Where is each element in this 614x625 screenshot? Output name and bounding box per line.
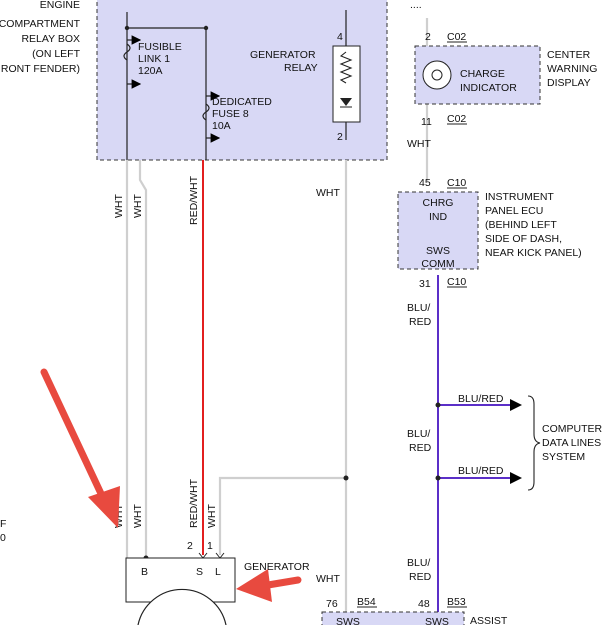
ci-bottom-connector: C02	[447, 113, 466, 125]
bottom-pin-left: 76	[326, 598, 338, 610]
red-arrow-lower	[236, 569, 302, 602]
blue-wire	[435, 275, 522, 612]
fusible-link-icon	[123, 43, 131, 61]
relay-box-label-3: (ON LEFT	[32, 48, 80, 60]
ecu-sws-1: COMM	[421, 258, 454, 270]
ci-label-1: INDICATOR	[460, 82, 517, 94]
ecu-chrg-1: IND	[429, 211, 448, 223]
ci-bottom-pin: 11	[421, 116, 432, 128]
wire-label-wht-1: WHT	[113, 194, 125, 218]
ecu-box: 45 C10 CHRG IND SWS COMM 31 C10 INSTRUME…	[397, 177, 582, 290]
ecu-label-0: INSTRUMENT	[485, 191, 554, 203]
relay-pin-bottom: 2	[337, 131, 343, 143]
arrow-icon	[510, 472, 522, 484]
ecu-label-3: SIDE OF DASH,	[485, 233, 562, 245]
arrow-head-icon	[88, 486, 120, 528]
bottom-pin-right: 48	[418, 598, 430, 610]
ci-top-connector: C02	[447, 31, 466, 43]
ecu-top-pin: 45	[419, 177, 431, 189]
bottom-conn-left: B54	[357, 596, 376, 608]
relay-label-0: GENERATOR	[250, 49, 316, 61]
ci-display-0: CENTER	[547, 49, 591, 61]
relay-label-1: RELAY	[284, 62, 318, 74]
fusible-link-label-2: 120A	[138, 65, 163, 77]
fuse-label-1: FUSE 8	[212, 108, 249, 120]
bottom-assist: ASSIST	[470, 615, 508, 625]
left-edge-0: F	[0, 518, 6, 530]
wire-label-blu-red-2: BLU/RED	[458, 465, 504, 477]
arrow-icon	[510, 399, 522, 411]
relay-coil-icon	[339, 51, 353, 84]
relay-pin-top: 4	[337, 31, 343, 43]
wire-label-wht-4: WHT	[407, 138, 431, 150]
fuse-icon	[202, 103, 210, 121]
wire-label-blu-3: BLU/	[407, 557, 430, 569]
wire-label-wht-2: WHT	[132, 194, 144, 218]
bottom-connectors: 76 B54 48 B53 SWS SWS ASSIST	[321, 596, 508, 625]
ecu-sws-0: SWS	[426, 245, 450, 257]
bottom-sws-left: SWS	[336, 616, 360, 625]
gen-label: GENERATOR	[244, 561, 310, 573]
wire-label-red-2: RED	[409, 442, 432, 454]
generator: 2 1 B S L GENERATOR	[125, 540, 310, 625]
wire-label-wht-6: WHT	[132, 504, 144, 528]
brace-icon	[527, 395, 541, 491]
red-arrow-upper	[40, 368, 120, 528]
fuse-label-0: DEDICATED	[212, 96, 272, 108]
relay-box-label-2: RELAY BOX	[21, 33, 80, 45]
ci-label-0: CHARGE	[460, 68, 505, 80]
top-dots: ....	[410, 0, 422, 11]
fusible-link-label-1: LINK 1	[138, 53, 170, 65]
bottom-sws-right: SWS	[425, 616, 449, 625]
ecu-label-2: (BEHIND LEFT	[485, 219, 557, 231]
diode-icon	[340, 98, 352, 106]
ci-display-1: WARNING	[547, 63, 597, 75]
relay-box-label-1: COMPARTMENT	[0, 18, 81, 30]
wire-label-red-wht-1: RED/WHT	[188, 175, 200, 225]
cdl-label-0: COMPUTER	[542, 423, 603, 435]
ecu-bottom-connector: C10	[447, 276, 466, 288]
gen-pin-num-s: 2	[187, 540, 193, 552]
wire-label-red-1: RED	[409, 316, 432, 328]
wire-label-blu-red-1: BLU/RED	[458, 393, 504, 405]
wire-label-wht-8: WHT	[316, 573, 340, 585]
wire-label-red-wht-2: RED/WHT	[188, 478, 200, 528]
left-edge-1: 0	[0, 532, 6, 544]
cdl-label-1: DATA LINES	[542, 437, 601, 449]
relay-box: ENGINE COMPARTMENT RELAY BOX (ON LEFT RO…	[0, 0, 388, 161]
ci-top-pin: 2	[425, 31, 431, 43]
charge-indicator-box: .... 2 C02 CHARGE INDICATOR CENTER WARNI…	[410, 0, 597, 128]
fuse-label-2: 10A	[212, 120, 231, 132]
lamp-icon	[422, 60, 452, 90]
arrow-head-icon	[236, 569, 272, 602]
fusible-link-label-0: FUSIBLE	[138, 41, 182, 53]
ecu-chrg-0: CHRG	[423, 197, 454, 209]
gen-pin-num-l: 1	[207, 540, 213, 552]
ecu-bottom-pin: 31	[419, 278, 431, 290]
bottom-conn-right: B53	[447, 596, 466, 608]
wire-label-wht-7: WHT	[206, 504, 218, 528]
gen-pin-s: S	[196, 566, 203, 578]
ecu-label-4: NEAR KICK PANEL)	[485, 247, 582, 259]
wire-label-blu-1: BLU/	[407, 302, 430, 314]
relay-box-label-4: RONT FENDER)	[1, 63, 80, 75]
relay-box-label-0: ENGINE	[40, 0, 80, 11]
wire-label-blu-2: BLU/	[407, 428, 430, 440]
gen-pin-l: L	[215, 566, 221, 578]
ecu-label-1: PANEL ECU	[485, 205, 543, 217]
ecu-top-connector: C10	[447, 177, 466, 189]
ci-display-2: DISPLAY	[547, 77, 591, 89]
wire-label-wht-3: WHT	[316, 187, 340, 199]
wire-label-red-3: RED	[409, 571, 432, 583]
cdl-label-2: SYSTEM	[542, 451, 585, 463]
gen-pin-b: B	[141, 566, 148, 578]
